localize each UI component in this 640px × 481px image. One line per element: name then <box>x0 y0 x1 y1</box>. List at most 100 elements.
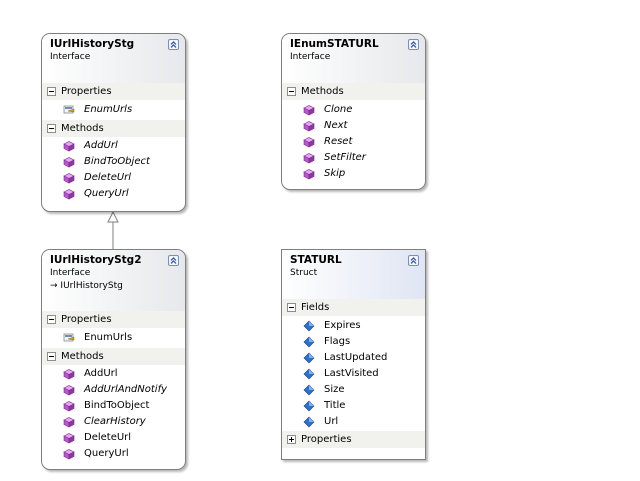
member-label: Clone <box>324 104 353 115</box>
property-icon <box>63 105 75 114</box>
minus-icon[interactable] <box>47 315 56 324</box>
section-label: Properties <box>301 434 352 445</box>
member-label: Title <box>324 400 346 411</box>
field-icon <box>303 352 315 364</box>
property-icon <box>63 333 75 342</box>
list-item[interactable]: Url <box>282 414 425 430</box>
member-label: Size <box>324 384 345 395</box>
shape-staturl[interactable]: STATURL Struct Fields Expires Flags <box>281 249 426 460</box>
member-label: Reset <box>324 136 353 147</box>
section-properties[interactable]: Properties <box>42 83 185 100</box>
section-properties[interactable]: Properties <box>282 431 425 448</box>
method-icon <box>303 105 315 116</box>
section-label: Methods <box>301 86 344 97</box>
list-item[interactable]: QueryUrl <box>42 186 185 202</box>
shape-stereotype: Interface <box>50 52 91 62</box>
section-methods[interactable]: Methods <box>42 348 185 365</box>
chevron-up-icon[interactable] <box>408 255 419 266</box>
section-properties[interactable]: Properties <box>42 311 185 328</box>
plus-icon[interactable] <box>287 435 296 444</box>
member-label: AddUrlAndNotify <box>84 384 168 395</box>
method-icon <box>63 385 75 396</box>
section-methods[interactable]: Methods <box>42 120 185 137</box>
member-label: Url <box>324 416 339 427</box>
minus-icon[interactable] <box>47 352 56 361</box>
list-item[interactable]: BindToObject <box>42 154 185 170</box>
method-icon <box>63 417 75 428</box>
method-icon <box>63 173 75 184</box>
arrow-right-icon: → <box>50 281 58 291</box>
section-label: Properties <box>61 314 112 325</box>
inherits-line: → IUrlHistoryStg <box>50 279 177 293</box>
list-item[interactable]: AddUrlAndNotify <box>42 382 185 398</box>
shape-title: IUrlHistoryStg2 <box>50 254 142 266</box>
list-item[interactable]: AddUrl <box>42 138 185 154</box>
list-item[interactable]: Title <box>282 398 425 414</box>
list-item[interactable]: LastUpdated <box>282 350 425 366</box>
member-label: BindToObject <box>84 400 150 411</box>
field-icon <box>303 400 315 412</box>
method-icon <box>303 121 315 132</box>
chevron-up-icon[interactable] <box>168 255 179 266</box>
list-item[interactable]: SetFilter <box>282 150 425 166</box>
method-icon <box>63 433 75 444</box>
field-icon <box>303 336 315 348</box>
shape-stereotype: Interface <box>290 52 331 62</box>
shape-ienumstaturl[interactable]: IEnumSTATURL Interface Methods Clone Nex… <box>281 33 426 190</box>
list-item[interactable]: LastVisited <box>282 366 425 382</box>
shape-iurlhistorystg2[interactable]: IUrlHistoryStg2 Interface → IUrlHistoryS… <box>41 249 186 470</box>
list-item[interactable]: DeleteUrl <box>42 430 185 446</box>
member-label: ClearHistory <box>84 416 146 427</box>
field-icon <box>303 320 315 332</box>
list-item[interactable]: Reset <box>282 134 425 150</box>
member-label: AddUrl <box>84 140 118 151</box>
section-label: Properties <box>61 86 112 97</box>
minus-icon[interactable] <box>287 87 296 96</box>
list-item[interactable]: DeleteUrl <box>42 170 185 186</box>
member-label: Flags <box>324 336 351 347</box>
shape-header: IEnumSTATURL Interface <box>282 34 425 83</box>
field-icon <box>303 416 315 428</box>
section-label: Methods <box>61 351 104 362</box>
list-item[interactable]: QueryUrl <box>42 446 185 462</box>
list-item[interactable]: AddUrl <box>42 366 185 382</box>
member-label: EnumUrls <box>84 332 133 343</box>
shape-header: IUrlHistoryStg Interface <box>42 34 185 83</box>
member-label: BindToObject <box>84 156 150 167</box>
list-item[interactable]: Clone <box>282 102 425 118</box>
list-item[interactable]: ClearHistory <box>42 414 185 430</box>
field-icon <box>303 384 315 396</box>
chevron-up-icon[interactable] <box>168 39 179 50</box>
list-item[interactable]: EnumUrls <box>42 330 185 346</box>
shape-iurlhistorystg[interactable]: IUrlHistoryStg Interface Properties Enum… <box>41 33 186 212</box>
shape-title: IUrlHistoryStg <box>50 38 135 50</box>
list-item[interactable]: Flags <box>282 334 425 350</box>
list-item[interactable]: BindToObject <box>42 398 185 414</box>
member-label: LastVisited <box>324 368 379 379</box>
list-item[interactable]: EnumUrls <box>42 102 185 118</box>
method-icon <box>63 401 75 412</box>
section-methods[interactable]: Methods <box>282 83 425 100</box>
method-icon <box>63 157 75 168</box>
minus-icon[interactable] <box>47 87 56 96</box>
member-label: QueryUrl <box>84 188 129 199</box>
section-fields[interactable]: Fields <box>282 299 425 316</box>
minus-icon[interactable] <box>47 124 56 133</box>
shape-title: STATURL <box>290 254 342 266</box>
list-item[interactable]: Size <box>282 382 425 398</box>
minus-icon[interactable] <box>287 303 296 312</box>
member-label: EnumUrls <box>84 104 133 115</box>
chevron-up-icon[interactable] <box>408 39 419 50</box>
member-label: SetFilter <box>324 152 366 163</box>
member-label: Skip <box>324 168 346 179</box>
shape-title: IEnumSTATURL <box>290 38 379 50</box>
list-item[interactable]: Next <box>282 118 425 134</box>
field-icon <box>303 368 315 380</box>
list-item[interactable]: Skip <box>282 166 425 182</box>
list-item[interactable]: Expires <box>282 318 425 334</box>
inherits-label: IUrlHistoryStg <box>60 281 123 291</box>
member-label: DeleteUrl <box>84 172 132 183</box>
shape-stereotype: Interface <box>50 268 91 278</box>
method-icon <box>63 369 75 380</box>
